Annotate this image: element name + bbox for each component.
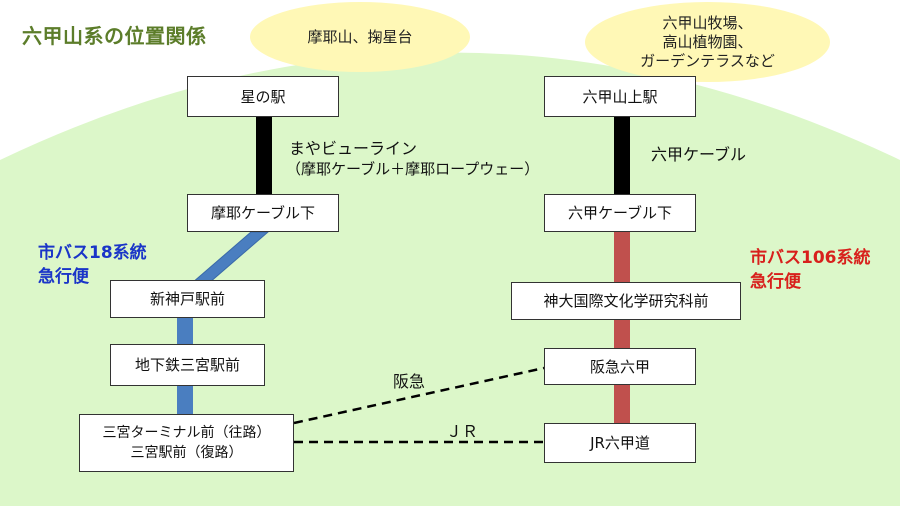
station-hoshi: 星の駅 (187, 76, 339, 117)
maya-view-line-segment (256, 117, 272, 194)
route18-label-line1: 市バス18系統 (38, 243, 147, 263)
station-label: 阪急六甲 (589, 357, 650, 376)
maya-view-line-label: まやビューライン (289, 139, 418, 158)
route106-segment-2 (614, 320, 630, 348)
area-cloud-maya: 摩耶山、掬星台 (250, 2, 470, 72)
station-label: 神大国際文化学研究科前 (543, 292, 709, 310)
area-label-rokko-1: 六甲山牧場、 (662, 13, 753, 32)
station-label: 地下鉄三宮駅前 (134, 356, 240, 374)
area-label-rokko-3: ガーデンテラスなど (640, 51, 775, 70)
station-hankyu-rokko: 阪急六甲 (544, 348, 696, 385)
station-label-return: 三宮駅前（復路） (130, 445, 243, 461)
hill-background (0, 52, 900, 506)
station-label: 新神戸駅前 (149, 290, 225, 308)
hankyu-line (293, 366, 545, 425)
route106-segment-1 (614, 232, 630, 282)
station-jr-rokkomichi: JR六甲道 (544, 423, 696, 463)
route106-segment-3 (614, 385, 630, 423)
route18-label: 市バス18系統 急行便 (38, 241, 147, 289)
maya-view-line-sublabel: （摩耶ケーブル＋摩耶ロープウェー） (286, 160, 540, 178)
station-chika-sannomiya: 地下鉄三宮駅前 (110, 344, 265, 386)
area-label-maya: 摩耶山、掬星台 (307, 27, 413, 46)
station-label: JR六甲道 (590, 434, 650, 452)
route106-label: 市バス106系統 急行便 (750, 246, 871, 294)
station-label: 摩耶ケーブル下 (210, 204, 316, 222)
area-cloud-rokko: 六甲山牧場、 高山植物園、 ガーデンテラスなど (585, 2, 830, 82)
area-label-rokko-2: 高山植物園、 (662, 32, 753, 51)
jr-line-label: ＪＲ (446, 422, 479, 441)
route106-label-line1: 市バス106系統 (750, 248, 871, 268)
station-label: 星の駅 (240, 87, 286, 106)
station-rokko-sanjo: 六甲山上駅 (544, 76, 696, 117)
station-kobe-univ: 神大国際文化学研究科前 (511, 282, 741, 320)
station-label-outbound: 三宮ターミナル前（往路） (102, 425, 271, 441)
rokko-cable-segment (614, 117, 630, 194)
route18-segment-vertical-2 (177, 386, 193, 414)
diagram-title: 六甲山系の位置関係 (22, 24, 207, 48)
station-sannomiya: 三宮ターミナル前（往路） 三宮駅前（復路） (79, 414, 294, 472)
station-label: 六甲ケーブル下 (567, 204, 673, 222)
route18-segment-vertical-1 (177, 318, 193, 344)
hankyu-line-label: 阪急 (393, 372, 426, 391)
route18-label-line2: 急行便 (38, 267, 89, 287)
station-rokko-cable: 六甲ケーブル下 (544, 194, 696, 232)
station-maya-cable: 摩耶ケーブル下 (187, 194, 339, 232)
station-shinkobe: 新神戸駅前 (110, 280, 265, 318)
rokko-cable-line-label: 六甲ケーブル (651, 145, 747, 164)
station-label: 六甲山上駅 (582, 87, 658, 106)
route106-label-line2: 急行便 (750, 272, 801, 292)
